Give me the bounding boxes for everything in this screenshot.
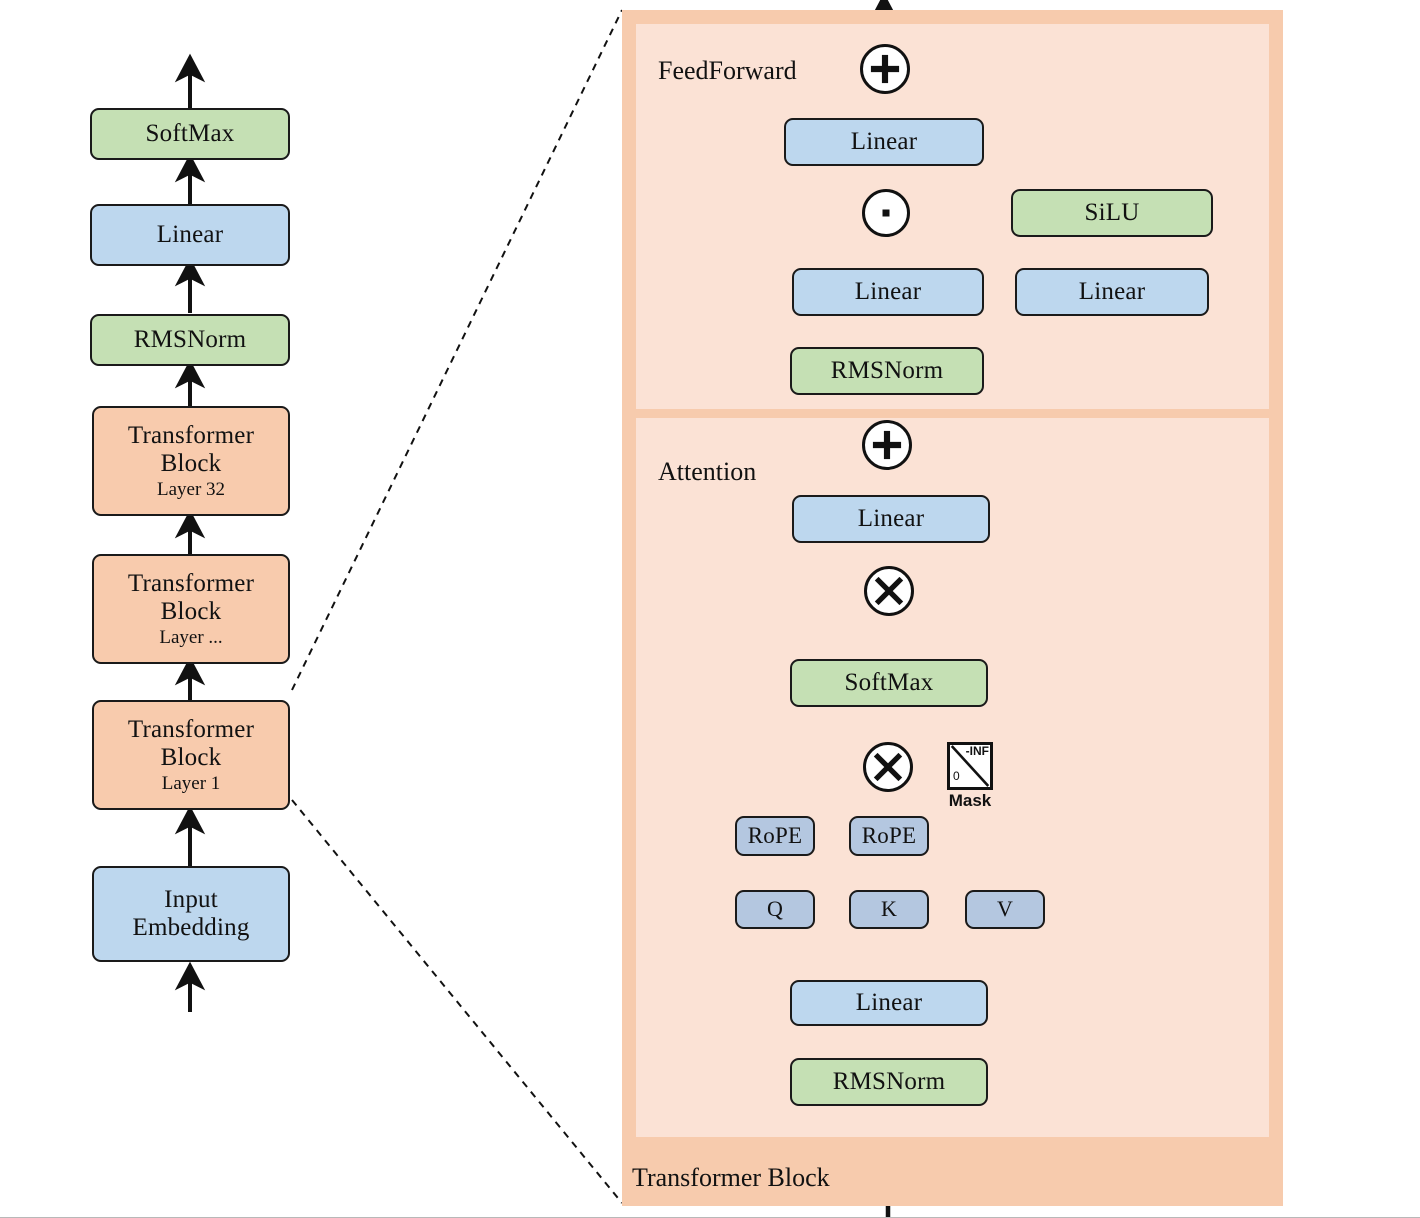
node-attn-linear-qkv-label: Linear (855, 989, 923, 1016)
node-block32-title-line1: Transformer (127, 421, 255, 449)
node-attn-linear-out-label: Linear (857, 505, 925, 532)
mask-diagonal-icon (950, 745, 990, 787)
node-ff-rmsnorm-label: RMSNorm (830, 357, 944, 384)
node-blockdots-title-line2: Block (160, 597, 222, 625)
attention-add-node[interactable] (862, 420, 912, 470)
node-transformer-block-1[interactable]: Transformer Block Layer 1 (92, 700, 290, 810)
node-input-embedding[interactable]: Input Embedding (92, 866, 290, 962)
node-ff-silu-label: SiLU (1084, 199, 1140, 226)
node-ff-linear-gate-label: Linear (854, 278, 922, 305)
transformer-block-panel-label: Transformer Block (632, 1163, 830, 1192)
node-input-embedding-line2: Embedding (132, 914, 250, 941)
node-attn-rmsnorm[interactable]: RMSNorm (790, 1058, 988, 1106)
node-attn-q-label: Q (766, 896, 784, 922)
multiply-icon (873, 752, 903, 782)
node-softmax[interactable]: SoftMax (90, 108, 290, 160)
node-blockdots-layer-label: Layer ... (159, 626, 223, 648)
attention-mask-caption: Mask (948, 791, 992, 810)
node-transformer-block-dots[interactable]: Transformer Block Layer ... (92, 554, 290, 664)
attention-matmul-av-node[interactable] (864, 566, 914, 616)
node-rmsnorm-final-label: RMSNorm (133, 326, 247, 353)
feedforward-multiply-node[interactable] (862, 189, 910, 237)
zoom-connector-bottom (291, 799, 623, 1204)
node-attn-k[interactable]: K (849, 890, 929, 929)
node-attn-rope-k[interactable]: RoPE (849, 816, 929, 856)
node-transformer-block-32[interactable]: Transformer Block Layer 32 (92, 406, 290, 516)
node-softmax-label: SoftMax (145, 120, 235, 147)
node-ff-linear-up[interactable]: Linear (1015, 268, 1209, 316)
zoom-connector-lines (291, 9, 623, 1204)
node-ff-linear-up-label: Linear (1078, 278, 1146, 305)
node-block32-title-line2: Block (160, 449, 222, 477)
node-attn-softmax-label: SoftMax (844, 669, 934, 696)
node-linear-head[interactable]: Linear (90, 204, 290, 266)
node-attn-rope-q[interactable]: RoPE (735, 816, 815, 856)
node-attn-q[interactable]: Q (735, 890, 815, 929)
node-block32-layer-label: Layer 32 (156, 478, 226, 500)
node-ff-linear-gate[interactable]: Linear (792, 268, 984, 316)
node-rmsnorm-final[interactable]: RMSNorm (90, 314, 290, 366)
mask-zero-label: 0 (953, 769, 960, 783)
node-ff-silu[interactable]: SiLU (1011, 189, 1213, 237)
node-linear-head-label: Linear (156, 221, 224, 248)
multiply-icon (874, 576, 904, 606)
node-attn-rope-q-label: RoPE (747, 823, 803, 849)
node-input-embedding-line1: Input (164, 886, 218, 913)
feedforward-panel-label: FeedForward (658, 56, 797, 85)
node-ff-linear-out-label: Linear (850, 128, 918, 155)
node-block1-title-line2: Block (160, 743, 222, 771)
node-blockdots-title-line1: Transformer (127, 569, 255, 597)
node-attn-k-label: K (880, 896, 898, 922)
node-ff-linear-out[interactable]: Linear (784, 118, 984, 166)
node-attn-v[interactable]: V (965, 890, 1045, 929)
plus-icon (872, 430, 902, 460)
node-attn-rmsnorm-label: RMSNorm (832, 1068, 946, 1095)
node-ff-rmsnorm[interactable]: RMSNorm (790, 347, 984, 395)
plus-icon (870, 54, 900, 84)
node-block1-title-line1: Transformer (127, 715, 255, 743)
zoom-connector-top (291, 9, 623, 691)
node-attn-rope-k-label: RoPE (861, 823, 917, 849)
node-block1-layer-label: Layer 1 (161, 772, 221, 794)
node-attn-v-label: V (996, 896, 1014, 922)
dot-product-icon (882, 209, 890, 217)
node-attn-linear-out[interactable]: Linear (792, 495, 990, 543)
node-attn-linear-qkv[interactable]: Linear (790, 980, 988, 1026)
attention-matmul-qk-node[interactable] (863, 742, 913, 792)
attention-mask-icon[interactable]: -INF 0 (947, 742, 993, 790)
node-attn-softmax[interactable]: SoftMax (790, 659, 988, 707)
attention-panel-label: Attention (658, 457, 757, 486)
mask-neg-inf-label: -INF (965, 744, 989, 758)
feedforward-add-node[interactable] (860, 44, 910, 94)
